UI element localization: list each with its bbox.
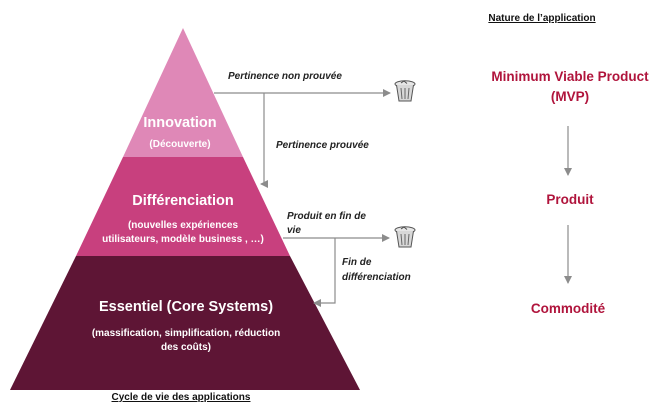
nature-mvp-line2: (MVP) (551, 89, 589, 104)
tier-essentiel-subtitle-line2: des coûts) (161, 342, 211, 353)
pyramid-tier-essentiel (10, 256, 360, 390)
pyramid-tier-differenciation (76, 157, 290, 256)
trash-icon (394, 226, 416, 248)
cycle-title: Cycle de vie des applications (112, 392, 251, 403)
arrow-pertinence-prouvee (260, 93, 268, 188)
trash-icon (394, 80, 416, 102)
tier-innovation-title: Innovation (143, 115, 216, 131)
nature-commodite: Commodité (531, 301, 606, 316)
label-pertinence-non-prouvee: Pertinence non prouvée (228, 71, 342, 82)
nature-title: Nature de l’application (488, 13, 595, 24)
tier-differenciation-subtitle-line1: (nouvelles expériences (128, 220, 238, 231)
label-fin-differenciation-line1: Fin de (342, 257, 372, 268)
nature-produit: Produit (546, 192, 594, 207)
tier-differenciation-subtitle-line2: utilisateurs, modèle business , …) (102, 234, 264, 245)
label-produit-fin-vie-line1: Produit en fin de (287, 211, 366, 222)
pyramid-tier-innovation (123, 28, 243, 157)
label-fin-differenciation-line2: différenciation (342, 272, 411, 283)
nature-mvp-line1: Minimum Viable Product (491, 69, 649, 84)
tier-essentiel-title: Essentiel (Core Systems) (99, 299, 273, 315)
label-produit-fin-vie-line2: vie (287, 225, 301, 236)
tier-innovation-subtitle: (Découverte) (149, 139, 210, 150)
arrow-fin-differenciation (313, 238, 336, 307)
tier-essentiel-subtitle-line1: (massification, simplification, réductio… (92, 328, 280, 339)
label-pertinence-prouvee: Pertinence prouvée (276, 140, 369, 151)
tier-differenciation-title: Différenciation (132, 193, 234, 209)
